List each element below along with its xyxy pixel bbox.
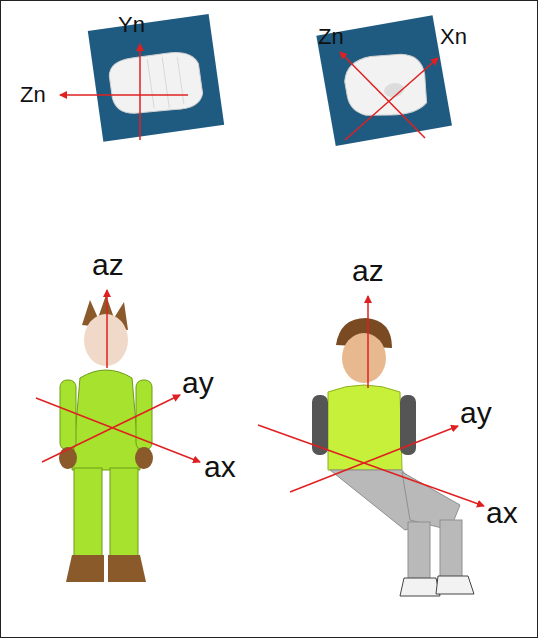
axis-label: az: [92, 250, 124, 280]
axis-label: Xn: [440, 26, 467, 48]
axis-label: ay: [460, 398, 492, 428]
axis-label: ay: [182, 368, 214, 398]
axis-label: Zn: [20, 84, 46, 106]
axis-label: Yn: [118, 14, 145, 36]
axis-label: Zn: [318, 26, 344, 48]
axis-label: ax: [486, 498, 518, 528]
axis-label: az: [352, 256, 384, 286]
axis-label: ax: [204, 452, 236, 482]
